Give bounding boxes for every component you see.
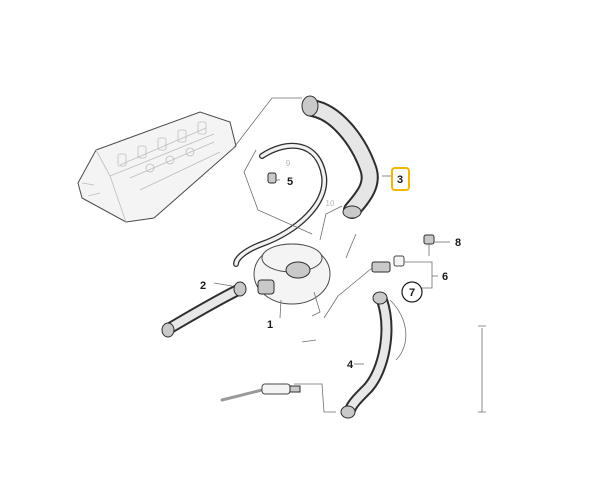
callout-7-circle [401,281,423,303]
clip-5 [267,172,277,184]
callout-2[interactable]: 2 [200,280,206,292]
callout-6[interactable]: 6 [442,271,448,283]
callout-7[interactable]: 7 [409,287,415,299]
cylinder-head-cover [77,111,237,223]
probe-part [220,383,301,402]
faint-label-10: 10 [326,199,335,208]
highlight-box-3 [391,167,410,191]
connector-assembly [323,233,405,319]
callout-4[interactable]: 4 [347,359,354,371]
head-cover-leader [231,97,302,151]
hose-2 [161,281,247,338]
hose-3 [301,95,379,219]
hose-4 [340,291,407,419]
callout-8[interactable]: 8 [455,237,461,249]
callout-5[interactable]: 5 [287,176,293,188]
bolt-8 [423,234,435,256]
callout-1[interactable]: 1 [267,319,273,331]
oil-separator [253,205,343,317]
faint-label-9: 9 [286,159,291,168]
callout-3[interactable]: 3 [397,174,403,186]
leader-lines [213,149,486,413]
vent-hose [233,142,328,267]
